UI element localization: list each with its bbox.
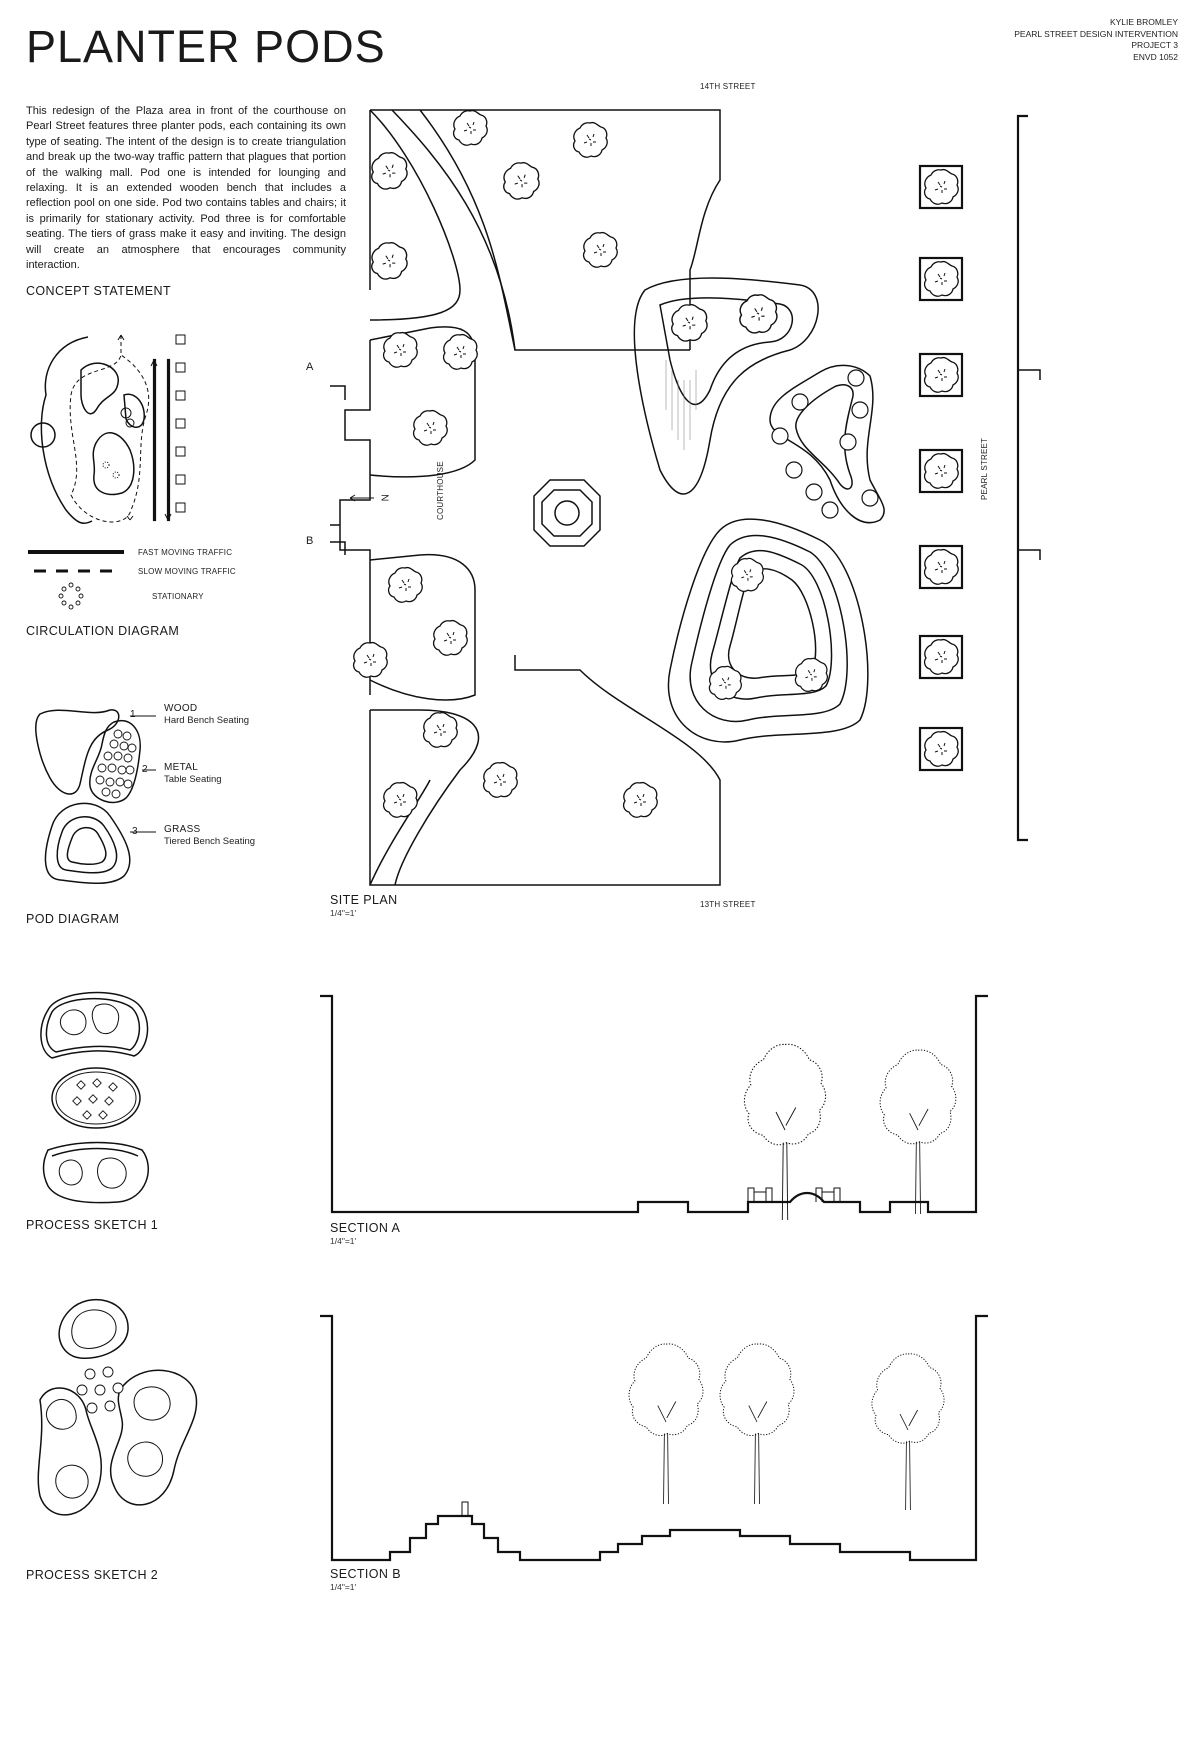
concept-statement-text: This redesign of the Plaza area in front…: [26, 105, 346, 272]
site-plan-drawing: [330, 109, 1041, 886]
circulation-diagram: [28, 334, 186, 610]
street-label-13th: 13TH STREET: [700, 900, 756, 909]
process-sketch-1-label: PROCESS SKETCH 1: [26, 1218, 159, 1232]
pod-diagram-label: POD DIAGRAM: [26, 912, 120, 926]
pod-2-number: 2: [142, 764, 148, 775]
page-title: PLANTER PODS: [26, 21, 386, 72]
section-b-label: SECTION B: [330, 1567, 401, 1581]
section-marker-b: B: [306, 535, 314, 547]
section-a-scale: 1/4"=1': [330, 1236, 357, 1246]
legend-fast-traffic: FAST MOVING TRAFFIC: [138, 548, 233, 557]
pod-3-number: 3: [132, 826, 138, 837]
circulation-diagram-label: CIRCULATION DIAGRAM: [26, 624, 180, 638]
author-block: KYLIE BROMLEY PEARL STREET DESIGN INTERV…: [1014, 17, 1178, 63]
pod-2-material: METAL: [164, 762, 199, 773]
site-plan-label: SITE PLAN: [330, 893, 398, 907]
street-label-14th: 14TH STREET: [700, 82, 756, 91]
pod-3-material: GRASS: [164, 824, 201, 835]
course-code: ENVD 1052: [1133, 51, 1178, 62]
pod-diagram: [35, 709, 156, 885]
pod-1-description: Hard Bench Seating: [164, 715, 250, 726]
pod-1-material: WOOD: [164, 703, 198, 714]
pod-2-description: Table Seating: [164, 774, 222, 785]
process-sketch-2-label: PROCESS SKETCH 2: [26, 1568, 159, 1582]
process-sketch-1: [40, 991, 150, 1204]
pod-1-number: 1: [130, 709, 136, 720]
street-label-pearl: PEARL STREET: [980, 437, 989, 500]
project-name: PEARL STREET DESIGN INTERVENTION: [1014, 28, 1178, 39]
section-b-drawing: [320, 1314, 988, 1562]
section-marker-a: A: [306, 361, 314, 373]
north-arrow: N: [380, 493, 392, 502]
section-a-label: SECTION A: [330, 1221, 401, 1235]
pod-3-description: Tiered Bench Seating: [164, 836, 256, 847]
concept-statement-label: CONCEPT STATEMENT: [26, 284, 172, 298]
site-plan-scale: 1/4"=1': [330, 908, 357, 918]
author-name: KYLIE BROMLEY: [1109, 17, 1178, 27]
section-a-drawing: [320, 994, 988, 1220]
process-sketch-2: [37, 1299, 198, 1516]
project-number: PROJECT 3: [1131, 40, 1178, 50]
building-label-courthouse: COURTHOUSE: [436, 461, 445, 520]
legend-stationary: STATIONARY: [152, 592, 204, 601]
section-b-scale: 1/4"=1': [330, 1582, 357, 1592]
legend-slow-traffic: SLOW MOVING TRAFFIC: [138, 567, 236, 576]
